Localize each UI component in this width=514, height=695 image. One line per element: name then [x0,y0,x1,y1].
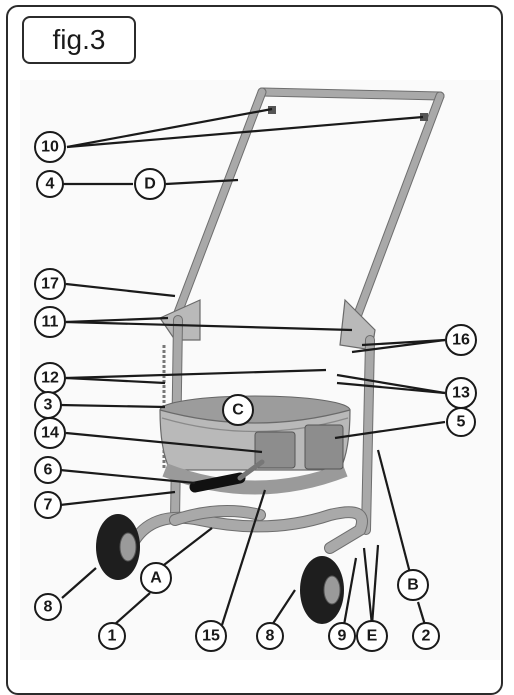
callout-1: 1 [98,622,126,650]
handle-frame [171,87,445,335]
leader-lines [59,107,446,626]
svg-text:13: 13 [452,385,470,402]
drum-cart-illustration [96,87,445,624]
callout-11: 11 [34,306,66,338]
callout-A: A [140,562,172,594]
svg-text:12: 12 [41,370,59,387]
svg-text:8: 8 [266,628,275,645]
callout-13: 13 [445,377,477,409]
svg-text:C: C [232,402,244,419]
clamp-right [304,424,344,470]
callout-10: 10 [34,131,66,163]
callout-8-right: 8 [256,622,284,650]
callout-C: C [222,394,254,426]
callout-8-left: 8 [34,593,62,621]
callout-12: 12 [34,362,66,394]
svg-text:E: E [367,628,378,645]
svg-text:7: 7 [44,497,53,514]
svg-text:5: 5 [457,414,466,431]
wheel-left [96,514,140,580]
callout-5: 5 [446,407,476,437]
callout-2: 2 [412,622,440,650]
svg-text:6: 6 [44,462,53,479]
diagram-background [20,80,500,660]
callout-3: 3 [34,391,62,419]
svg-text:8: 8 [44,599,53,616]
svg-text:17: 17 [41,276,59,293]
callout-9: 9 [328,622,356,650]
callout-6: 6 [34,456,62,484]
callout-B: B [397,569,429,601]
lever-handle [189,472,246,493]
svg-text:D: D [144,176,156,193]
svg-text:3: 3 [44,397,53,414]
svg-text:B: B [407,577,419,594]
base-frame [126,505,368,554]
svg-text:9: 9 [338,628,347,645]
callout-14: 14 [34,417,66,449]
drum-cart-diagram: 10 4 D 17 11 16 12 13 3 C 5 14 6 7 8 A B… [20,80,500,660]
callout-7: 7 [34,491,62,519]
clamp-left [254,431,296,469]
svg-text:10: 10 [41,139,59,156]
svg-text:11: 11 [42,314,59,331]
svg-text:4: 4 [46,176,55,193]
svg-text:2: 2 [422,628,431,645]
callout-15: 15 [195,620,227,652]
callout-D: D [134,168,166,200]
svg-text:A: A [150,570,162,587]
svg-text:15: 15 [202,628,220,645]
callout-E: E [356,620,388,652]
svg-text:1: 1 [108,628,117,645]
handle-grip-right [420,113,428,121]
svg-text:16: 16 [452,332,470,349]
svg-text:14: 14 [41,425,59,442]
callout-4: 4 [36,170,64,198]
figure-label: fig.3 [22,16,136,64]
wheel-right [300,556,344,624]
callout-17: 17 [34,268,66,300]
callout-16: 16 [445,324,477,356]
drum-band [159,395,351,495]
